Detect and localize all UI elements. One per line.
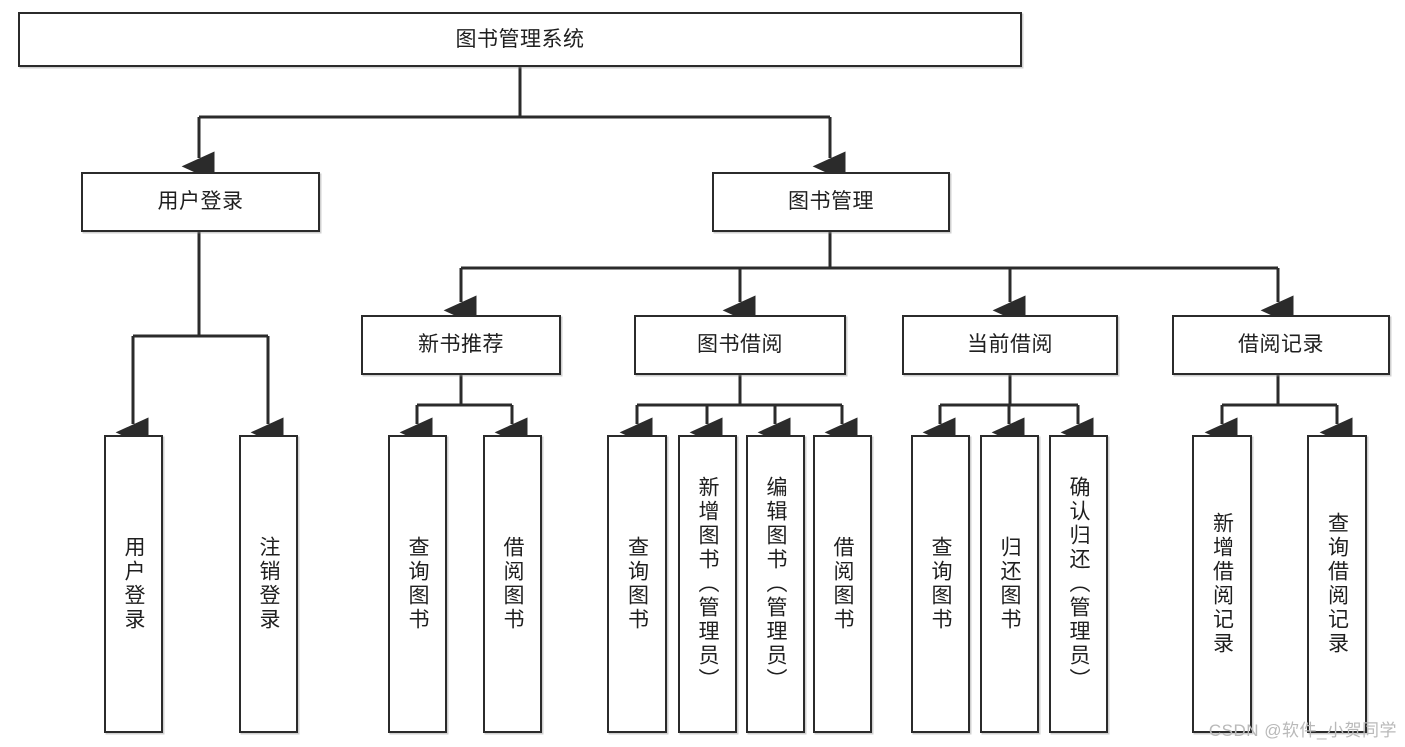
node-label: 查询借阅记录 xyxy=(1325,512,1349,656)
leaf-recommend-search-book[interactable]: 查询图书 xyxy=(388,435,447,733)
leaf-user-logout[interactable]: 注销登录 xyxy=(239,435,298,733)
node-label: 新增图书（管理员） xyxy=(696,476,719,692)
node-new-book-recommend[interactable]: 新书推荐 xyxy=(361,315,561,375)
leaf-record-add-record[interactable]: 新增借阅记录 xyxy=(1192,435,1252,733)
node-current-borrow[interactable]: 当前借阅 xyxy=(902,315,1118,375)
node-label: 当前借阅 xyxy=(967,333,1053,357)
node-label: 借阅图书 xyxy=(831,536,854,632)
leaf-current-return-book[interactable]: 归还图书 xyxy=(980,435,1039,733)
node-label: 借阅图书 xyxy=(501,536,524,632)
node-label: 图书管理系统 xyxy=(455,27,585,51)
leaf-borrow-edit-book-admin[interactable]: 编辑图书（管理员） xyxy=(746,435,805,733)
leaf-borrow-search-book[interactable]: 查询图书 xyxy=(607,435,667,733)
node-user-login[interactable]: 用户登录 xyxy=(81,172,320,232)
node-label: 归还图书 xyxy=(998,536,1021,632)
leaf-current-confirm-return-admin[interactable]: 确认归还（管理员） xyxy=(1049,435,1108,733)
node-label: 新书推荐 xyxy=(418,333,504,357)
node-label: 注销登录 xyxy=(257,536,280,632)
node-label: 确认归还（管理员） xyxy=(1067,476,1090,692)
leaf-record-search-record[interactable]: 查询借阅记录 xyxy=(1307,435,1367,733)
node-label: 编辑图书（管理员） xyxy=(764,476,787,692)
node-book-borrow[interactable]: 图书借阅 xyxy=(634,315,846,375)
node-label: 查询图书 xyxy=(406,536,429,632)
leaf-borrow-add-book-admin[interactable]: 新增图书（管理员） xyxy=(678,435,737,733)
leaf-current-search-book[interactable]: 查询图书 xyxy=(911,435,970,733)
node-label: 用户登录 xyxy=(122,536,145,632)
csdn-watermark: CSDN @软件_小贺同学 xyxy=(1208,721,1397,740)
leaf-recommend-borrow-book[interactable]: 借阅图书 xyxy=(483,435,542,733)
leaf-borrow-borrow-book[interactable]: 借阅图书 xyxy=(813,435,872,733)
node-label: 用户登录 xyxy=(157,190,244,214)
node-label: 查询图书 xyxy=(929,536,952,632)
leaf-user-login[interactable]: 用户登录 xyxy=(104,435,163,733)
node-borrow-record[interactable]: 借阅记录 xyxy=(1172,315,1390,375)
node-root-library-system[interactable]: 图书管理系统 xyxy=(18,12,1022,67)
node-label: 借阅记录 xyxy=(1238,333,1324,357)
node-book-management[interactable]: 图书管理 xyxy=(712,172,950,232)
node-label: 查询图书 xyxy=(625,536,649,632)
node-label: 图书借阅 xyxy=(697,333,783,357)
node-label: 新增借阅记录 xyxy=(1210,512,1234,656)
node-label: 图书管理 xyxy=(788,190,874,214)
